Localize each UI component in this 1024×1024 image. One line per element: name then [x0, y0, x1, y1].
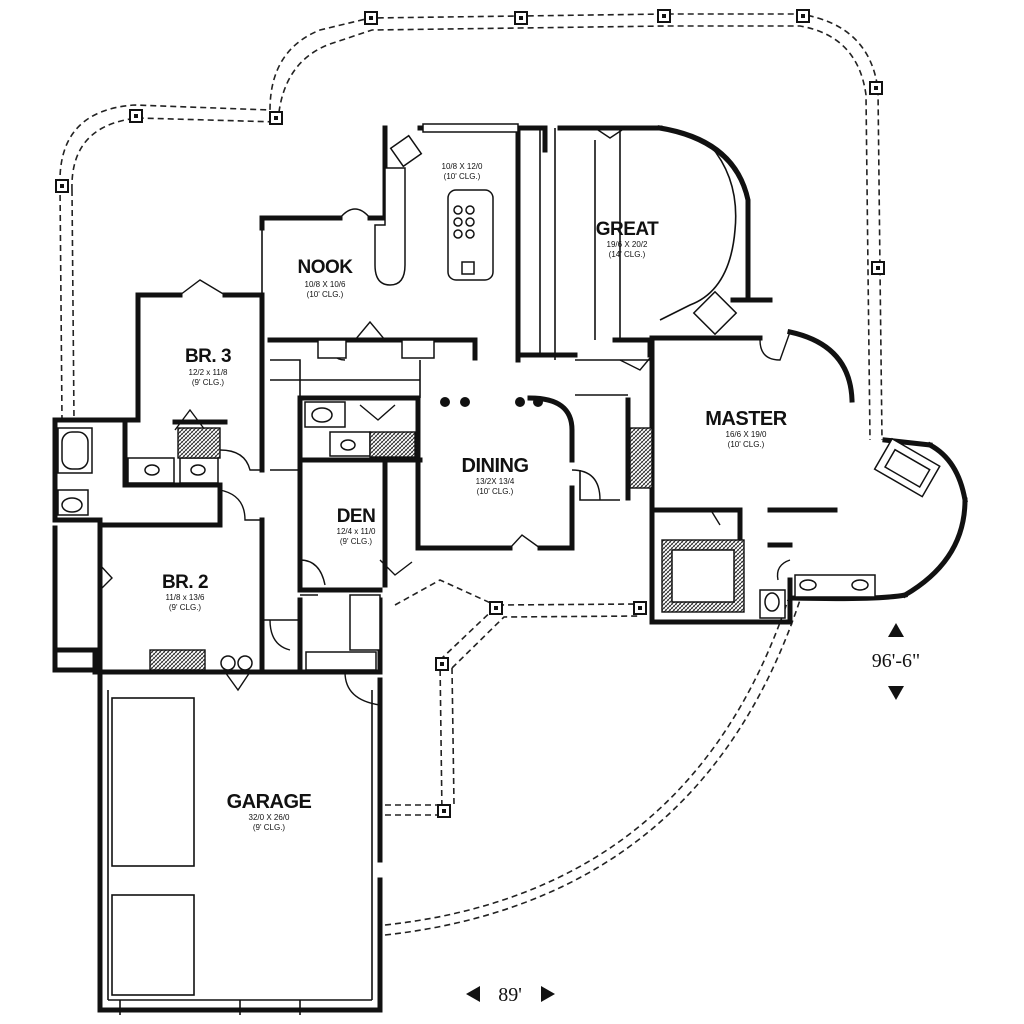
room-clg-master: (10' CLG.): [728, 440, 765, 449]
room-name-great: GREAT: [596, 219, 659, 240]
room-labels: NOOK 10/8 X 10/6 (10' CLG.) 10/8 X 12/0 …: [162, 162, 788, 832]
room-name-master: MASTER: [705, 408, 788, 430]
porch-posts: [55, 9, 885, 818]
dimension-depth: 96'-6": [872, 623, 920, 700]
room-size-dining: 13/2X 13/4: [476, 477, 515, 486]
porch-outline: [59, 13, 883, 936]
door-swings: [99, 127, 791, 706]
room-size-br2: 11/8 x 13/6: [166, 593, 206, 602]
arrow-up-icon: [888, 623, 904, 637]
walls: [52, 125, 968, 1013]
room-size-master: 16/6 X 19/0: [726, 430, 767, 439]
dimension-depth-label: 96'-6": [872, 650, 920, 672]
room-clg-nook: (10' CLG.): [307, 290, 344, 299]
room-size-nook: 10/8 X 10/6: [305, 280, 346, 289]
room-name-garage: GARAGE: [227, 791, 312, 813]
room-name-br2: BR. 2: [162, 572, 208, 593]
room-size-great: 19/6 X 20/2: [607, 240, 648, 249]
dimension-width-label: 89': [498, 984, 522, 1006]
room-name-nook: NOOK: [298, 257, 354, 278]
room-size-br3: 12/2 x 11/8: [189, 368, 229, 377]
room-clg-br3: (9' CLG.): [192, 378, 225, 387]
room-clg-kitchen: (10' CLG.): [444, 172, 481, 181]
arrow-right-icon: [541, 986, 555, 1002]
room-name-br3: BR. 3: [185, 346, 231, 367]
room-name-den: DEN: [337, 506, 376, 527]
room-size-kitchen: 10/8 X 12/0: [442, 162, 483, 171]
room-size-den: 12/4 x 11/0: [337, 527, 377, 536]
thin-lines: [107, 128, 737, 1015]
room-clg-great: (14' CLG.): [609, 250, 646, 259]
room-name-dining: DINING: [462, 455, 529, 477]
room-size-garage: 32/0 X 26/0: [249, 813, 290, 822]
arrow-down-icon: [888, 686, 904, 700]
fixtures: [57, 123, 941, 692]
arrow-left-icon: [466, 986, 480, 1002]
room-clg-dining: (10' CLG.): [477, 487, 514, 496]
room-clg-br2: (9' CLG.): [169, 603, 202, 612]
room-clg-garage: (9' CLG.): [253, 823, 286, 832]
dimension-width: 89': [466, 984, 555, 1006]
room-clg-den: (9' CLG.): [340, 537, 373, 546]
